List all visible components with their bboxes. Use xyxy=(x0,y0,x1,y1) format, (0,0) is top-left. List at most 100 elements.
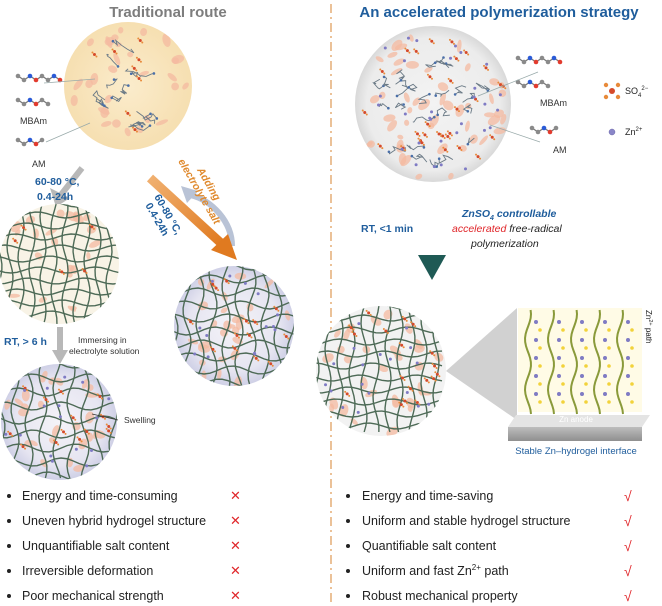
sulfate-ion-icon xyxy=(81,267,88,274)
sulfate-ion-icon xyxy=(538,328,542,332)
svg-text:Energy and time-saving: Energy and time-saving xyxy=(362,489,493,503)
polymer-blob xyxy=(171,54,185,64)
monomer-chain xyxy=(383,76,391,89)
polymer-chain xyxy=(1,457,116,467)
sulfate-ion-icon xyxy=(442,146,449,153)
polymer-chain xyxy=(0,266,119,274)
zinc-ion-icon xyxy=(210,279,214,283)
zinc-ion-icon xyxy=(439,139,443,143)
svg-text:Robust mechanical property: Robust mechanical property xyxy=(362,589,518,603)
polymer-chain xyxy=(195,266,205,386)
sulfate-ion-icon xyxy=(418,139,425,146)
monomer-chain xyxy=(106,78,118,89)
left-am-label: AM xyxy=(32,159,46,169)
polymer-chain xyxy=(61,204,69,324)
monomer-chain xyxy=(128,123,140,128)
polymer-blob xyxy=(7,293,20,298)
zinc-ion-icon xyxy=(439,163,443,167)
zinc-ion-icon xyxy=(50,459,54,463)
sulfate-ion-icon xyxy=(252,319,259,326)
sulfate-ion-icon xyxy=(57,388,64,395)
zinc-ion-icon xyxy=(427,402,431,406)
zinc-ion-icon xyxy=(482,128,486,132)
immersing-arrow-head xyxy=(52,350,68,364)
zinc-ion-icon xyxy=(483,102,487,106)
monomer-chain xyxy=(429,159,439,168)
swelling-pointer xyxy=(91,413,119,421)
sulfate-ion-icon xyxy=(105,427,112,434)
polymer-chain xyxy=(524,309,533,415)
zinc-legend-label: Zn2+ xyxy=(625,127,643,137)
sulfate-ion-icon xyxy=(20,224,27,231)
zinc-ion-icon xyxy=(459,122,463,126)
polymer-blob xyxy=(155,119,169,126)
polymer-blob xyxy=(383,114,396,122)
zinc-ion-icon xyxy=(414,163,418,167)
polymer-chain xyxy=(1,443,116,453)
sulfate-ion-icon xyxy=(401,315,408,322)
zinc-ion-icon xyxy=(193,352,197,356)
list-item: Quantifiable salt content √ xyxy=(346,538,632,554)
right-title: An accelerated polymerization strategy xyxy=(359,4,639,21)
zn-anode-label: Zn anode xyxy=(559,415,593,424)
mbam-pointer-line xyxy=(43,78,96,84)
monomer-chain xyxy=(132,121,151,131)
svg-text:Uniform and fast Zn2+ path: Uniform and fast Zn2+ path xyxy=(362,563,509,578)
monomer-chain xyxy=(396,69,406,81)
right-step-label: RT, <1 min xyxy=(361,223,413,235)
polymer-blob xyxy=(139,70,150,76)
polymer-chain xyxy=(396,306,404,433)
sulfate-ion-icon xyxy=(361,109,368,116)
list-item: Robust mechanical property √ xyxy=(346,588,632,604)
polymer-chain xyxy=(316,350,443,358)
svg-text:Unquantifiable salt content: Unquantifiable salt content xyxy=(22,539,170,553)
zinc-ion-icon xyxy=(256,292,260,296)
zinc-ion-icon xyxy=(356,410,360,414)
polymer-blob xyxy=(85,79,93,89)
polymer-chain xyxy=(1,429,116,439)
check-icon: √ xyxy=(624,538,632,554)
zinc-ion-icon xyxy=(329,389,333,393)
sulfate-ion-icon xyxy=(429,350,436,357)
monomer-chain xyxy=(406,144,425,151)
svg-text:Quantifiable salt content: Quantifiable salt content xyxy=(362,539,497,553)
sulfate-ion-icon xyxy=(538,364,542,368)
sulfate-ion-icon xyxy=(83,428,90,435)
zinc-ion-icon xyxy=(273,328,277,332)
polymer-blob xyxy=(127,51,134,58)
polymer-chain xyxy=(260,266,270,386)
sulfate-ion-icon xyxy=(607,382,611,386)
zinc-ion-icon xyxy=(57,404,61,408)
zinc-ion-icon xyxy=(498,93,502,97)
polymer-blob xyxy=(387,120,398,132)
sulfate-ion-icon xyxy=(344,390,351,397)
polymer-blob xyxy=(404,119,410,126)
monomer-chain xyxy=(120,84,129,95)
sulfate-ion-icon xyxy=(538,382,542,386)
polymer-blob xyxy=(387,51,398,58)
sulfate-ion-icon xyxy=(267,360,274,367)
zinc-ion-icon xyxy=(58,415,62,419)
zinc-ion-icon xyxy=(608,128,616,136)
list-item: Unquantifiable salt content ✕ xyxy=(7,538,241,553)
accelerated-arrow-head xyxy=(418,255,446,280)
step1-temp: 60-80 °C, xyxy=(35,176,80,188)
zinc-ion-icon xyxy=(603,392,607,396)
zinc-ion-icon xyxy=(534,374,538,378)
sulfate-ion-icon xyxy=(607,364,611,368)
polymer-chain xyxy=(28,204,36,324)
sulfate-ion-icon xyxy=(447,77,454,84)
zinc-ion-icon xyxy=(488,126,492,130)
am-molecule-icon xyxy=(15,137,45,147)
zinc-ion-icon xyxy=(626,356,630,360)
polymer-blob xyxy=(182,82,189,90)
polymer-blob xyxy=(418,99,430,111)
sulfate-ion-icon xyxy=(246,332,253,339)
polymer-blob xyxy=(101,121,112,127)
monomer-chain xyxy=(96,98,109,109)
polymer-blob xyxy=(424,66,433,73)
polymer-blob xyxy=(448,172,454,180)
step-line3: polymerization xyxy=(470,238,539,250)
zinc-ion-icon xyxy=(580,338,584,342)
sulfate-ion-icon xyxy=(426,73,433,80)
